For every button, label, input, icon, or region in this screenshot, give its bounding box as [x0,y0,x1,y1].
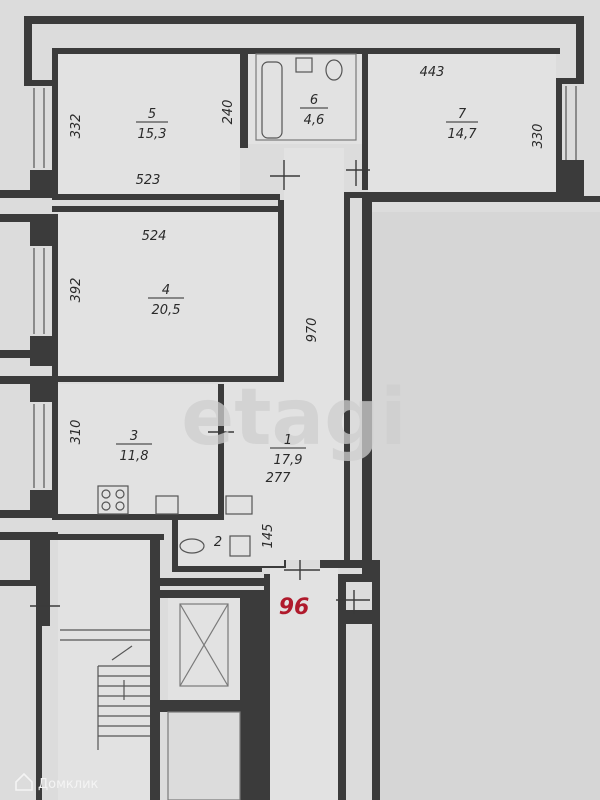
branding-mark: Домклик [15,772,99,792]
room-2-number: 2 [214,535,222,550]
room-6-number: 6 [310,93,318,108]
bathtub-icon [261,61,283,139]
dim-332: 332 [69,114,84,139]
kitchen-sink-icon [155,495,179,515]
room-4-area: 20,5 [152,303,181,318]
dim-330: 330 [531,124,546,149]
walls [0,16,600,800]
dimension-labels: 332 240 523 443 330 524 392 970 310 277 … [69,65,546,548]
floor-hall [270,568,338,800]
boiler-icon [225,495,253,515]
windows [33,86,577,488]
floor-room-3 [58,384,218,514]
dim-443: 443 [420,65,445,80]
room-5-number: 5 [148,107,156,122]
floor-room-4 [58,212,278,376]
apartment-number: 96 [279,595,310,620]
toilet-icon [325,59,343,81]
room-3-number: 3 [130,429,138,444]
house-icon [15,772,33,791]
floor-room-2 [178,520,256,566]
floor-stairs [58,540,150,800]
room-1-number: 1 [284,433,292,448]
room-5-area: 15,3 [138,127,167,142]
wc-sink-icon [229,535,251,557]
room-1-area: 17,9 [274,453,303,468]
dim-145: 145 [261,524,276,549]
neighbor-area [372,212,600,800]
dim-240: 240 [221,100,236,125]
stove-icon [97,485,129,515]
room-labels: 5 15,3 6 4,6 7 14,7 4 20,5 3 11,8 1 17,9… [116,93,478,550]
stairs [60,629,150,750]
room-3-area: 11,8 [120,449,149,464]
dim-392: 392 [69,278,84,303]
inner-outlines [167,53,357,800]
floor-room-7 [368,54,556,192]
floor-corridor [284,148,344,560]
door-marks [30,160,370,614]
dim-310: 310 [69,420,84,445]
room-7-number: 7 [458,107,467,122]
dim-523: 523 [136,173,161,188]
room-7-area: 14,7 [448,127,478,142]
dim-970: 970 [305,318,320,343]
sink-icon [295,57,313,73]
watermark: etagi [181,373,406,463]
wc-toilet-icon [179,538,205,554]
floor-room-5 [58,54,240,194]
floor-room-6 [248,54,362,144]
fixtures [97,57,343,557]
floors [58,54,556,800]
branding-text: Домклик [38,777,99,792]
dim-277: 277 [266,471,292,486]
room-6-area: 4,6 [304,113,325,128]
floor-elevator [168,598,240,700]
room-4-number: 4 [162,283,170,298]
dim-524: 524 [142,229,167,244]
